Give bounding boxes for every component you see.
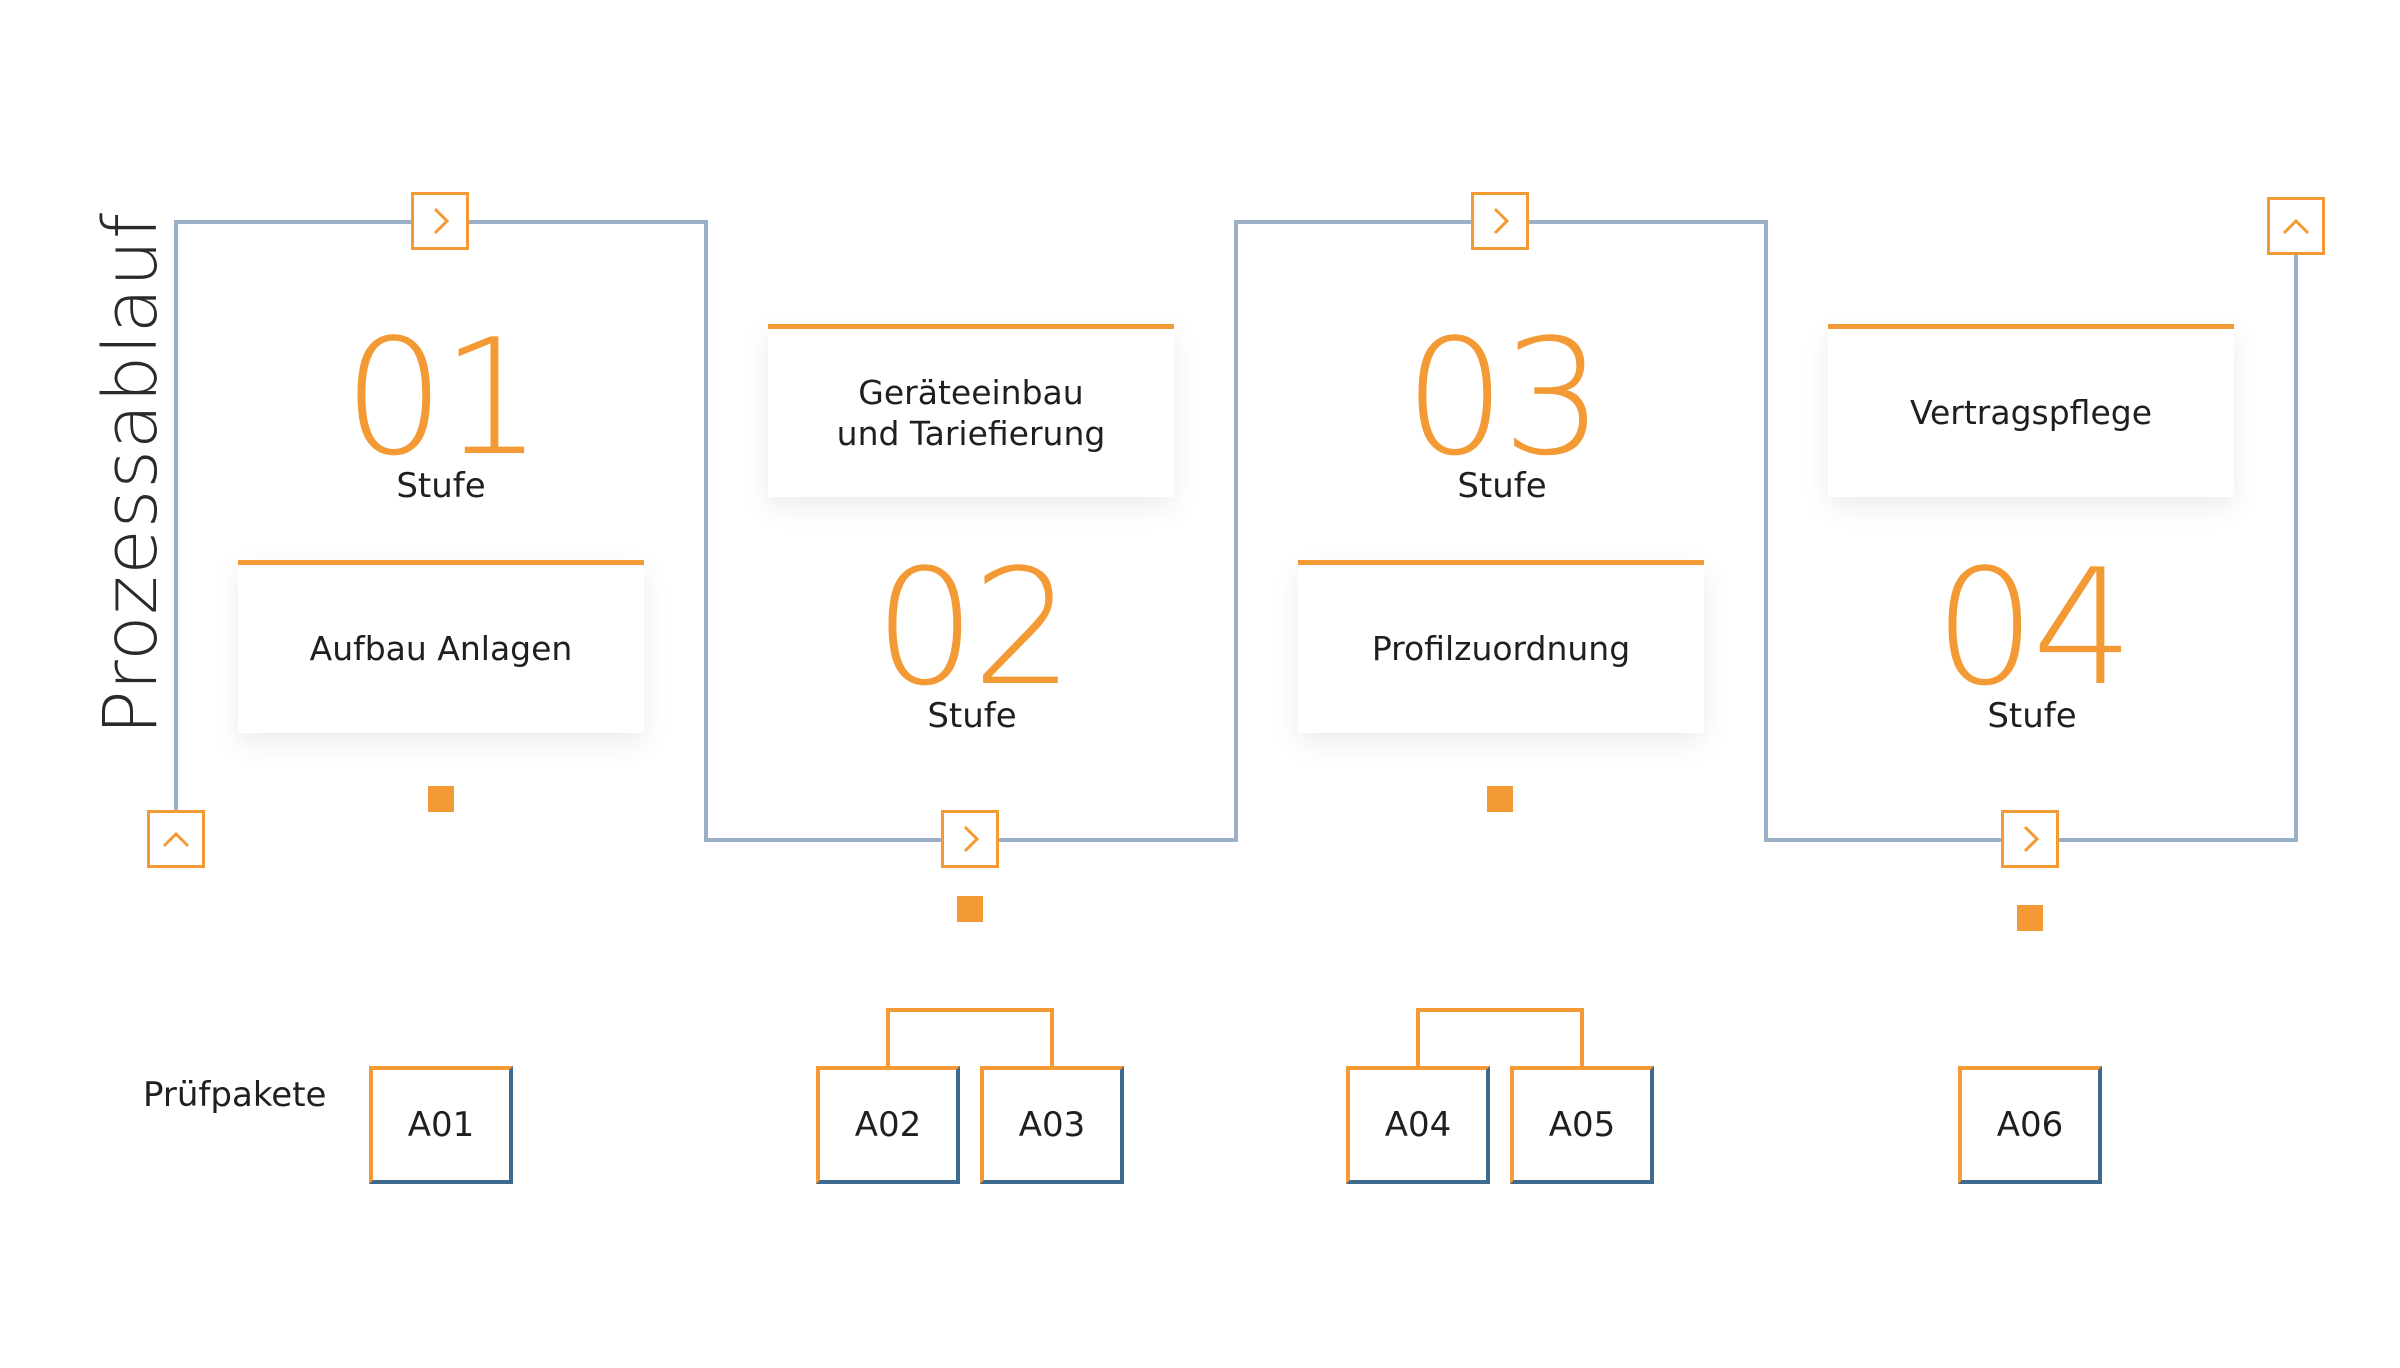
chevron-right-icon[interactable]: [2001, 810, 2059, 868]
package-a05[interactable]: A05: [1510, 1066, 1654, 1184]
stage-4-node: [2017, 905, 2043, 931]
stage-4-number: 04: [1934, 534, 2134, 721]
stage-2-card-line-2: und Tariefierung: [836, 414, 1106, 453]
packages-label: Prüfpakete: [143, 1075, 327, 1115]
stage-1-node: [428, 786, 454, 812]
stage-3-card-text: Profilzuordnung: [1371, 629, 1631, 669]
stage-2-node: [957, 896, 983, 922]
stage-1-number: 01: [343, 304, 543, 491]
chevron-right-icon[interactable]: [1471, 192, 1529, 250]
package-a01[interactable]: A01: [369, 1066, 513, 1184]
package-a03[interactable]: A03: [980, 1066, 1124, 1184]
stage-3-number: 03: [1404, 304, 1604, 491]
stage-3-node: [1487, 786, 1513, 812]
stage-3-label: Stufe: [1457, 466, 1547, 506]
diagram-title: Prozessablauf: [88, 211, 174, 735]
stage-1-label: Stufe: [396, 466, 486, 506]
chevron-right-icon[interactable]: [411, 192, 469, 250]
stage-4-label: Stufe: [1987, 696, 2077, 736]
stage-2-card-line-1: Geräteeinbau: [858, 372, 1084, 412]
chevron-right-icon[interactable]: [941, 810, 999, 868]
chevron-up-icon[interactable]: [2267, 197, 2325, 255]
chevron-up-icon[interactable]: [147, 810, 205, 868]
stage-2-label: Stufe: [927, 696, 1017, 736]
stage-1-card-text: Aufbau Anlagen: [309, 629, 573, 669]
stage-4-card: Vertragspflege: [1828, 324, 2234, 497]
stage-1-card: Aufbau Anlagen: [238, 560, 644, 733]
package-a02[interactable]: A02: [816, 1066, 960, 1184]
package-a04[interactable]: A04: [1346, 1066, 1490, 1184]
stage-2-number: 02: [874, 534, 1074, 721]
stage-4-card-text: Vertragspflege: [1909, 393, 2153, 433]
stage-3-card: Profilzuordnung: [1298, 560, 1704, 733]
package-a06[interactable]: A06: [1958, 1066, 2102, 1184]
stage-2-card: Geräteeinbau und Tariefierung: [768, 324, 1174, 497]
